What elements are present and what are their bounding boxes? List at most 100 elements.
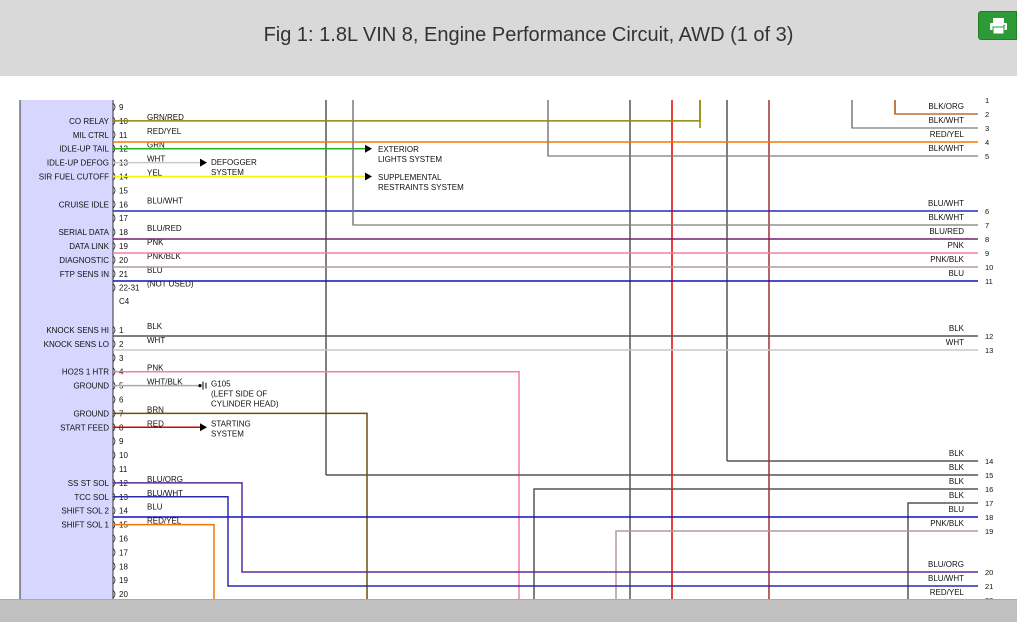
pin-number: 10: [119, 451, 128, 460]
wire-label: GRN/RED: [147, 113, 184, 122]
pin-label: GROUND: [73, 382, 109, 391]
wire-blk-wht-5: [547, 100, 978, 157]
pin-number: 3: [119, 354, 124, 363]
right-wire-label: PNK/BLK: [930, 519, 964, 528]
right-pin-number: 1: [985, 96, 989, 105]
pin-connector-mark: [112, 353, 116, 363]
right-pin-number: 12: [985, 332, 993, 341]
pin-label: SERIAL DATA: [58, 228, 109, 237]
right-pin-number: 5: [985, 152, 989, 161]
pin-label: SS ST SOL: [68, 479, 110, 488]
right-wire-label: PNK: [948, 241, 965, 250]
right-pin-number: 2: [985, 110, 989, 119]
right-wire-label: BLK: [949, 491, 965, 500]
pin-connector-mark: [112, 325, 116, 335]
pin-number: 6: [119, 396, 124, 405]
pin-label: FTP SENS IN: [60, 270, 109, 279]
pin-connector-mark: [112, 589, 116, 599]
pin-label: SIR FUEL CUTOFF: [39, 173, 109, 182]
right-pin-number: 13: [985, 346, 993, 355]
wire-grn-red: [113, 100, 701, 122]
right-wire-label: BLU: [948, 505, 964, 514]
right-wire-label: BLU/WHT: [928, 199, 964, 208]
right-wire-label: BLK/WHT: [928, 144, 964, 153]
pin-number: 22-31: [119, 284, 140, 293]
supplemental-label: SUPPLEMENTAL: [378, 173, 442, 182]
pin-label: SHIFT SOL 1: [61, 521, 109, 530]
right-wire-label: BLK: [949, 463, 965, 472]
printer-icon: [990, 18, 1007, 35]
pin-number: 19: [119, 242, 128, 251]
pin-number: 11: [119, 131, 128, 140]
wire-label: BLU/WHT: [147, 489, 183, 498]
right-wire-label: BLU: [948, 269, 964, 278]
pin-number: 16: [119, 535, 128, 544]
right-wire-label: RED/YEL: [930, 588, 965, 597]
pin-number: 18: [119, 228, 128, 237]
right-pin-number: 3: [985, 124, 989, 133]
wire-label: BLK: [147, 322, 163, 331]
pin-connector-mark: [112, 464, 116, 474]
wire-label: GRN: [147, 141, 165, 150]
pin-label: DATA LINK: [69, 242, 109, 251]
pin-connector-mark: [112, 450, 116, 460]
right-pin-number: 6: [985, 207, 989, 216]
pin-connector-mark: [112, 130, 116, 140]
right-pin-number: 7: [985, 221, 989, 230]
pin-number: 14: [119, 507, 128, 516]
g105-label: CYLINDER HEAD): [211, 400, 279, 409]
right-wire-label: BLK: [949, 324, 965, 333]
pcm-module-box: [20, 100, 113, 600]
wire-label: RED/YEL: [147, 517, 182, 526]
wire-label: (NOT USED): [147, 280, 194, 289]
right-pin-number: 4: [985, 138, 989, 147]
scroll-footer[interactable]: [0, 599, 1017, 622]
wire-ss-st-sol: [113, 482, 978, 573]
right-wire-label: BLK/WHT: [928, 213, 964, 222]
g105-label: G105: [211, 380, 231, 389]
pin-number: 17: [119, 214, 128, 223]
wire-label: WHT: [147, 155, 165, 164]
pin-connector-mark: [112, 213, 116, 223]
connector-label: C4: [119, 297, 130, 306]
wire-label: BLU: [147, 266, 163, 275]
right-pin-number: 20: [985, 568, 993, 577]
right-pin-number: 19: [985, 527, 993, 536]
pin-connector-mark: [112, 436, 116, 446]
wire-label: PNK: [147, 364, 164, 373]
pin-label: CRUISE IDLE: [59, 200, 109, 209]
wire-label: RED/YEL: [147, 127, 182, 136]
pin-connector-mark: [112, 534, 116, 543]
pin-number: 9: [119, 437, 124, 446]
exterior-lights-label: EXTERIOR: [378, 145, 419, 154]
wire-label: RED: [147, 419, 164, 428]
pin-number: 16: [119, 200, 128, 209]
pin-connector-mark: [112, 102, 116, 112]
pin-connector-mark: [112, 241, 116, 251]
right-wire-label: PNK/BLK: [930, 255, 964, 264]
right-wire-label: RED/YEL: [930, 130, 965, 139]
supplemental-label: RESTRAINTS SYSTEM: [378, 183, 464, 192]
pin-connector-mark: [112, 548, 116, 557]
right-wire-label: BLK/WHT: [928, 116, 964, 125]
pin-label: KNOCK SENS LO: [44, 340, 109, 349]
figure-title: Fig 1: 1.8L VIN 8, Engine Performance Ci…: [263, 24, 794, 46]
pin-connector-mark: [112, 227, 116, 237]
pin-connector-mark: [112, 575, 116, 585]
pin-connector-mark: [112, 562, 116, 571]
arrow-starting: [200, 423, 207, 432]
pin-number: 9: [119, 103, 124, 112]
right-wire-label: BLK: [949, 449, 965, 458]
pin-connector-mark: [112, 200, 116, 209]
right-pin-number: 16: [985, 485, 993, 494]
right-wire-label: BLK/ORG: [928, 102, 964, 111]
pin-connector-mark: [112, 395, 116, 404]
right-wire-label: BLK: [949, 477, 965, 486]
wire-blk-wht-7: [352, 100, 978, 226]
print-button[interactable]: [978, 11, 1017, 40]
pin-label: DIAGNOSTIC: [59, 256, 109, 265]
pin-connector-mark: [112, 269, 116, 279]
wire-blk-wht-3: [851, 100, 978, 129]
pin-connector-mark: [112, 506, 116, 515]
